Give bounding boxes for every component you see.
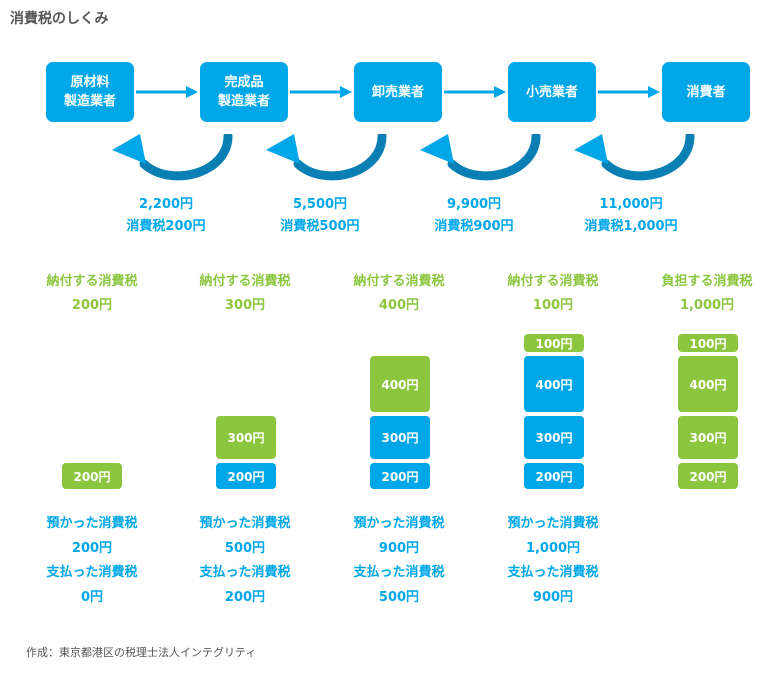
- node-finished-goods-manufacturer: 完成品 製造業者: [200, 62, 288, 122]
- tax-to-pay-header: 納付する消費税 200円: [22, 270, 162, 318]
- received-tax-amount: 1,000円: [525, 540, 581, 556]
- tax-block: 300円: [678, 416, 738, 459]
- node-raw-material-manufacturer: 原材料 製造業者: [46, 62, 134, 122]
- payment-label: 5,500円 消費税500円: [255, 194, 385, 238]
- tax-summary: 預かった消費税 1,000円 支払った消費税 900円: [483, 512, 623, 610]
- header-label: 納付する消費税: [199, 274, 291, 289]
- tax-block: 400円: [678, 356, 738, 412]
- received-tax-label: 預かった消費税: [507, 516, 599, 531]
- tax-summary: 預かった消費税 500円 支払った消費税 200円: [175, 512, 315, 610]
- tax-summary: 預かった消費税 200円 支払った消費税 0円: [22, 512, 162, 610]
- payment-tax: 消費税200円: [126, 219, 206, 234]
- flow-arrow: [290, 86, 352, 98]
- node-label: 消費者: [686, 84, 726, 100]
- header-label: 負担する消費税: [661, 274, 753, 289]
- received-tax-amount: 500円: [224, 540, 266, 556]
- header-label: 納付する消費税: [46, 274, 138, 289]
- diagram-title: 消費税のしくみ: [10, 11, 109, 27]
- payment-price: 5,500円: [292, 197, 348, 212]
- header-label: 納付する消費税: [353, 274, 445, 289]
- tax-block: 200円: [524, 463, 584, 489]
- paid-tax-label: 支払った消費税: [353, 565, 445, 580]
- tax-block: 300円: [370, 416, 430, 459]
- tax-to-pay-header: 納付する消費税 400円: [329, 270, 469, 318]
- header-label: 納付する消費税: [507, 274, 599, 289]
- tax-block: 100円: [678, 334, 738, 352]
- payment-return-arrow: [574, 134, 695, 181]
- paid-tax-label: 支払った消費税: [507, 565, 599, 580]
- received-tax-amount: 200円: [71, 540, 113, 556]
- tax-block: 200円: [370, 463, 430, 489]
- tax-block: 300円: [524, 416, 584, 459]
- tax-block: 100円: [524, 334, 584, 352]
- payment-return-arrow: [420, 134, 541, 181]
- header-amount: 400円: [378, 298, 420, 313]
- node-label: 卸売業者: [371, 84, 424, 100]
- flow-arrow: [444, 86, 506, 98]
- tax-to-pay-header: 納付する消費税 100円: [483, 270, 623, 318]
- flow-arrow: [136, 86, 198, 98]
- paid-tax-amount: 900円: [532, 589, 574, 605]
- credit-text: 作成：東京都港区の税理士法人インテグリティ: [26, 646, 257, 659]
- tax-block: 200円: [62, 463, 122, 489]
- payment-price: 2,200円: [138, 197, 194, 212]
- node-label: 小売業者: [525, 84, 578, 100]
- received-tax-amount: 900円: [378, 540, 420, 556]
- paid-tax-label: 支払った消費税: [199, 565, 291, 580]
- header-amount: 200円: [71, 298, 113, 313]
- payment-return-arrow: [266, 134, 387, 181]
- payment-tax: 消費税900円: [434, 219, 514, 234]
- tax-block: 200円: [216, 463, 276, 489]
- node-consumer: 消費者: [662, 62, 750, 122]
- tax-block: 400円: [524, 356, 584, 412]
- tax-block: 300円: [216, 416, 276, 459]
- tax-burden-header: 負担する消費税 1,000円: [637, 270, 768, 318]
- header-amount: 100円: [532, 298, 574, 313]
- payment-label: 2,200円 消費税200円: [101, 194, 231, 238]
- node-label: 製造業者: [217, 94, 270, 109]
- tax-summary: 預かった消費税 900円 支払った消費税 500円: [329, 512, 469, 610]
- paid-tax-label: 支払った消費税: [46, 565, 138, 580]
- received-tax-label: 預かった消費税: [353, 516, 445, 531]
- flow-arrow: [598, 86, 660, 98]
- node-label: 製造業者: [63, 94, 116, 109]
- payment-label: 11,000円 消費税1,000円: [566, 194, 696, 238]
- tax-block: 400円: [370, 356, 430, 412]
- received-tax-label: 預かった消費税: [199, 516, 291, 531]
- tax-to-pay-header: 納付する消費税 300円: [175, 270, 315, 318]
- tax-block: 200円: [678, 463, 738, 489]
- paid-tax-amount: 500円: [378, 589, 420, 605]
- received-tax-label: 預かった消費税: [46, 516, 138, 531]
- header-amount: 300円: [224, 298, 266, 313]
- payment-tax: 消費税1,000円: [584, 219, 678, 234]
- paid-tax-amount: 0円: [80, 589, 104, 605]
- header-amount: 1,000円: [679, 298, 735, 313]
- node-label: 原材料: [70, 75, 110, 90]
- payment-label: 9,900円 消費税900円: [409, 194, 539, 238]
- node-retailer: 小売業者: [508, 62, 596, 122]
- payment-price: 9,900円: [446, 197, 502, 212]
- node-label: 完成品: [224, 75, 264, 90]
- payment-return-arrow: [112, 134, 233, 181]
- payment-price: 11,000円: [599, 197, 663, 212]
- node-wholesaler: 卸売業者: [354, 62, 442, 122]
- paid-tax-amount: 200円: [224, 589, 266, 605]
- payment-tax: 消費税500円: [280, 219, 360, 234]
